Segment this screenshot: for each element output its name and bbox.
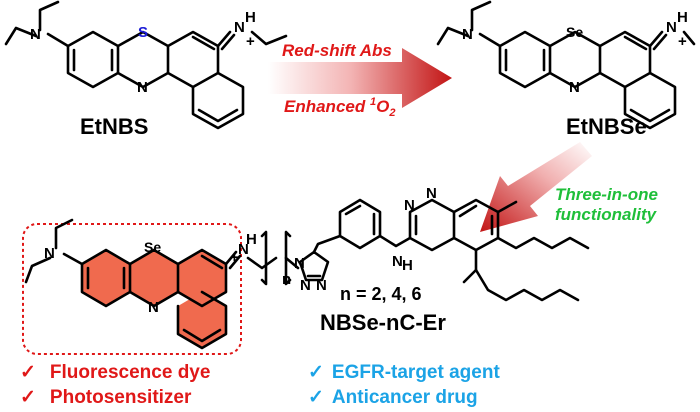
etnbs-n-amine: N	[30, 26, 41, 43]
linker-n-index: n	[282, 271, 291, 288]
feature-egfr-target: ✓EGFR-target agent	[308, 362, 500, 383]
etnbs-h: H	[245, 9, 256, 26]
core-n-imine: N	[238, 241, 249, 258]
arrow2-line1: Three-in-one	[555, 185, 658, 204]
etnbse-structure	[436, 0, 696, 130]
etnbs-sulfur: S	[138, 24, 148, 41]
arrow-diagonal	[480, 142, 592, 232]
triazole-n1: N	[294, 255, 305, 272]
nbse-label: NBSe-nC-Er	[320, 310, 446, 335]
etnbs-plus: +	[246, 33, 255, 50]
etnbs-n-imine: N	[234, 19, 245, 36]
feature-photosensitizer: ✓Photosensitizer	[20, 387, 192, 408]
etnbse-selenium: Se	[566, 24, 583, 40]
etnbse-n-imine: N	[666, 19, 677, 36]
phenyl-ring	[338, 198, 412, 250]
etnbs-n-ring: N	[137, 79, 148, 96]
etnbse-n-ring: N	[569, 79, 580, 96]
arrow2-line2: functionality	[555, 205, 658, 224]
core-plus: +	[230, 249, 239, 266]
etnbs-structure	[4, 0, 288, 130]
arrow1-line2: Enhanced 1O2	[284, 96, 395, 119]
etnbse-plus: +	[678, 33, 687, 50]
anilino-n: N	[392, 253, 403, 270]
etnbs-label: EtNBS	[80, 114, 148, 139]
feature-anticancer-drug: ✓Anticancer drug	[308, 387, 478, 408]
etnbse-h: H	[677, 9, 688, 26]
triazole-n3: N	[316, 277, 327, 294]
quinazoline-ring	[408, 198, 590, 302]
core-n-amine: N	[44, 245, 55, 262]
features-left: ✓Fluorescence dye ✓Photosensitizer	[20, 362, 210, 408]
quin-n1: N	[404, 197, 415, 214]
triazole-ring	[298, 234, 342, 282]
n-values: n = 2, 4, 6	[340, 284, 422, 304]
core-n-ring: N	[148, 299, 159, 316]
nbse-core-structure	[24, 218, 242, 350]
arrow-right	[268, 48, 452, 108]
core-selenium: Se	[144, 239, 161, 255]
etnbse-label: EtNBSe	[566, 114, 647, 139]
core-h: H	[246, 231, 257, 248]
anilino-h: H	[402, 257, 413, 274]
quin-n2: N	[426, 185, 437, 202]
arrow1-line1: Red-shift Abs	[282, 41, 392, 60]
feature-fluorescence-dye: ✓Fluorescence dye	[20, 362, 210, 383]
features-right: ✓EGFR-target agent ✓Anticancer drug	[308, 362, 500, 408]
etnbse-n-amine: N	[462, 26, 473, 43]
triazole-n2: N	[300, 277, 311, 294]
linker-chain	[246, 230, 300, 286]
